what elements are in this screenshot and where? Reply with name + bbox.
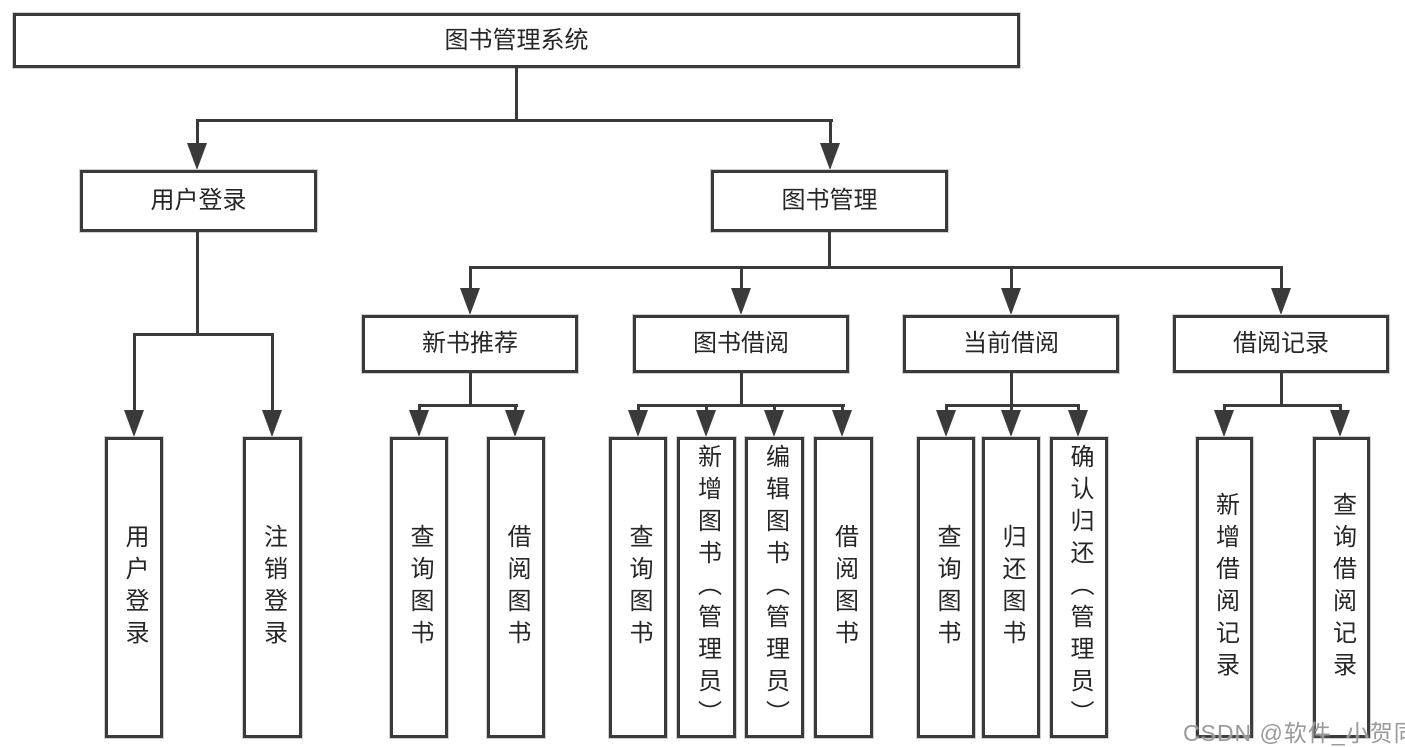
node-borrowing-records: 借阅记录 (1173, 315, 1389, 373)
leaf-confirm-return-admin: 确认归还（管理员） (1050, 437, 1108, 738)
connector-vline (515, 68, 518, 122)
connector-vline (133, 333, 136, 413)
leaf-edit-book-admin: 编辑图书（管理员） (745, 437, 804, 738)
connector-vline (740, 373, 743, 407)
arrow-down (505, 410, 525, 437)
connector-hline (1223, 404, 1342, 407)
arrow-down (409, 410, 429, 437)
connector-vline (773, 404, 776, 414)
connector-vline (740, 266, 743, 292)
leaf-query-books-current: 查询图书 (917, 437, 975, 738)
watermark: CSDN @软件_小贺同学 (1183, 720, 1405, 746)
connector-vline (514, 404, 517, 414)
arrow-down (820, 143, 840, 170)
connector-hline (196, 119, 833, 122)
connector-vline (1280, 266, 1283, 292)
arrow-down (1330, 410, 1350, 437)
arrow-down (124, 410, 144, 437)
connector-vline (829, 119, 832, 147)
leaf-query-borrow-record: 查询借阅记录 (1313, 437, 1370, 738)
leaf-query-books-recommend: 查询图书 (390, 437, 448, 738)
arrow-down (832, 410, 852, 437)
leaf-add-borrow-record: 新增借阅记录 (1196, 437, 1253, 738)
connector-vline (945, 404, 948, 414)
arrow-down (1001, 288, 1021, 315)
node-book-management-system: 图书管理系统 (13, 13, 1020, 68)
node-user-login: 用户登录 (80, 170, 317, 232)
leaf-user-login: 用户登录 (105, 437, 163, 738)
arrow-down (1271, 288, 1291, 315)
arrow-down (1001, 410, 1021, 437)
leaf-return-books: 归还图书 (982, 437, 1040, 738)
connector-vline (196, 119, 199, 147)
connector-vline (196, 232, 199, 336)
connector-hline (133, 333, 274, 336)
connector-vline (271, 333, 274, 413)
connector-vline (469, 373, 472, 407)
connector-vline (469, 266, 472, 292)
connector-hline (469, 266, 1283, 269)
connector-vline (828, 232, 831, 269)
connector-hline (637, 404, 845, 407)
connector-vline (841, 404, 844, 414)
arrow-down (696, 410, 716, 437)
node-book-management: 图书管理 (711, 170, 948, 232)
arrow-down (764, 410, 784, 437)
connector-vline (1339, 404, 1342, 414)
connector-vline (1010, 373, 1013, 407)
node-book-borrowing: 图书借阅 (633, 315, 849, 373)
leaf-borrow-books-borrowing: 借阅图书 (814, 437, 873, 738)
arrow-down (1214, 410, 1234, 437)
arrow-down (628, 410, 648, 437)
connector-vline (1010, 404, 1013, 414)
arrow-down (1068, 410, 1088, 437)
leaf-borrow-books-recommend: 借阅图书 (487, 437, 545, 738)
connector-vline (705, 404, 708, 414)
arrow-down (731, 288, 751, 315)
leaf-logout: 注销登录 (243, 437, 302, 738)
arrow-down (187, 143, 207, 170)
connector-vline (1280, 373, 1283, 407)
connector-vline (1223, 404, 1226, 414)
node-current-borrowing: 当前借阅 (903, 315, 1119, 373)
connector-vline (418, 404, 421, 414)
node-new-book-recommend: 新书推荐 (362, 315, 578, 373)
arrow-down (460, 288, 480, 315)
leaf-query-books-borrowing: 查询图书 (609, 437, 667, 738)
connector-vline (1010, 266, 1013, 292)
leaf-add-book-admin: 新增图书（管理员） (677, 437, 736, 738)
connector-vline (1077, 404, 1080, 414)
arrow-down (262, 410, 282, 437)
connector-hline (418, 404, 518, 407)
connector-vline (637, 404, 640, 414)
arrow-down (936, 410, 956, 437)
